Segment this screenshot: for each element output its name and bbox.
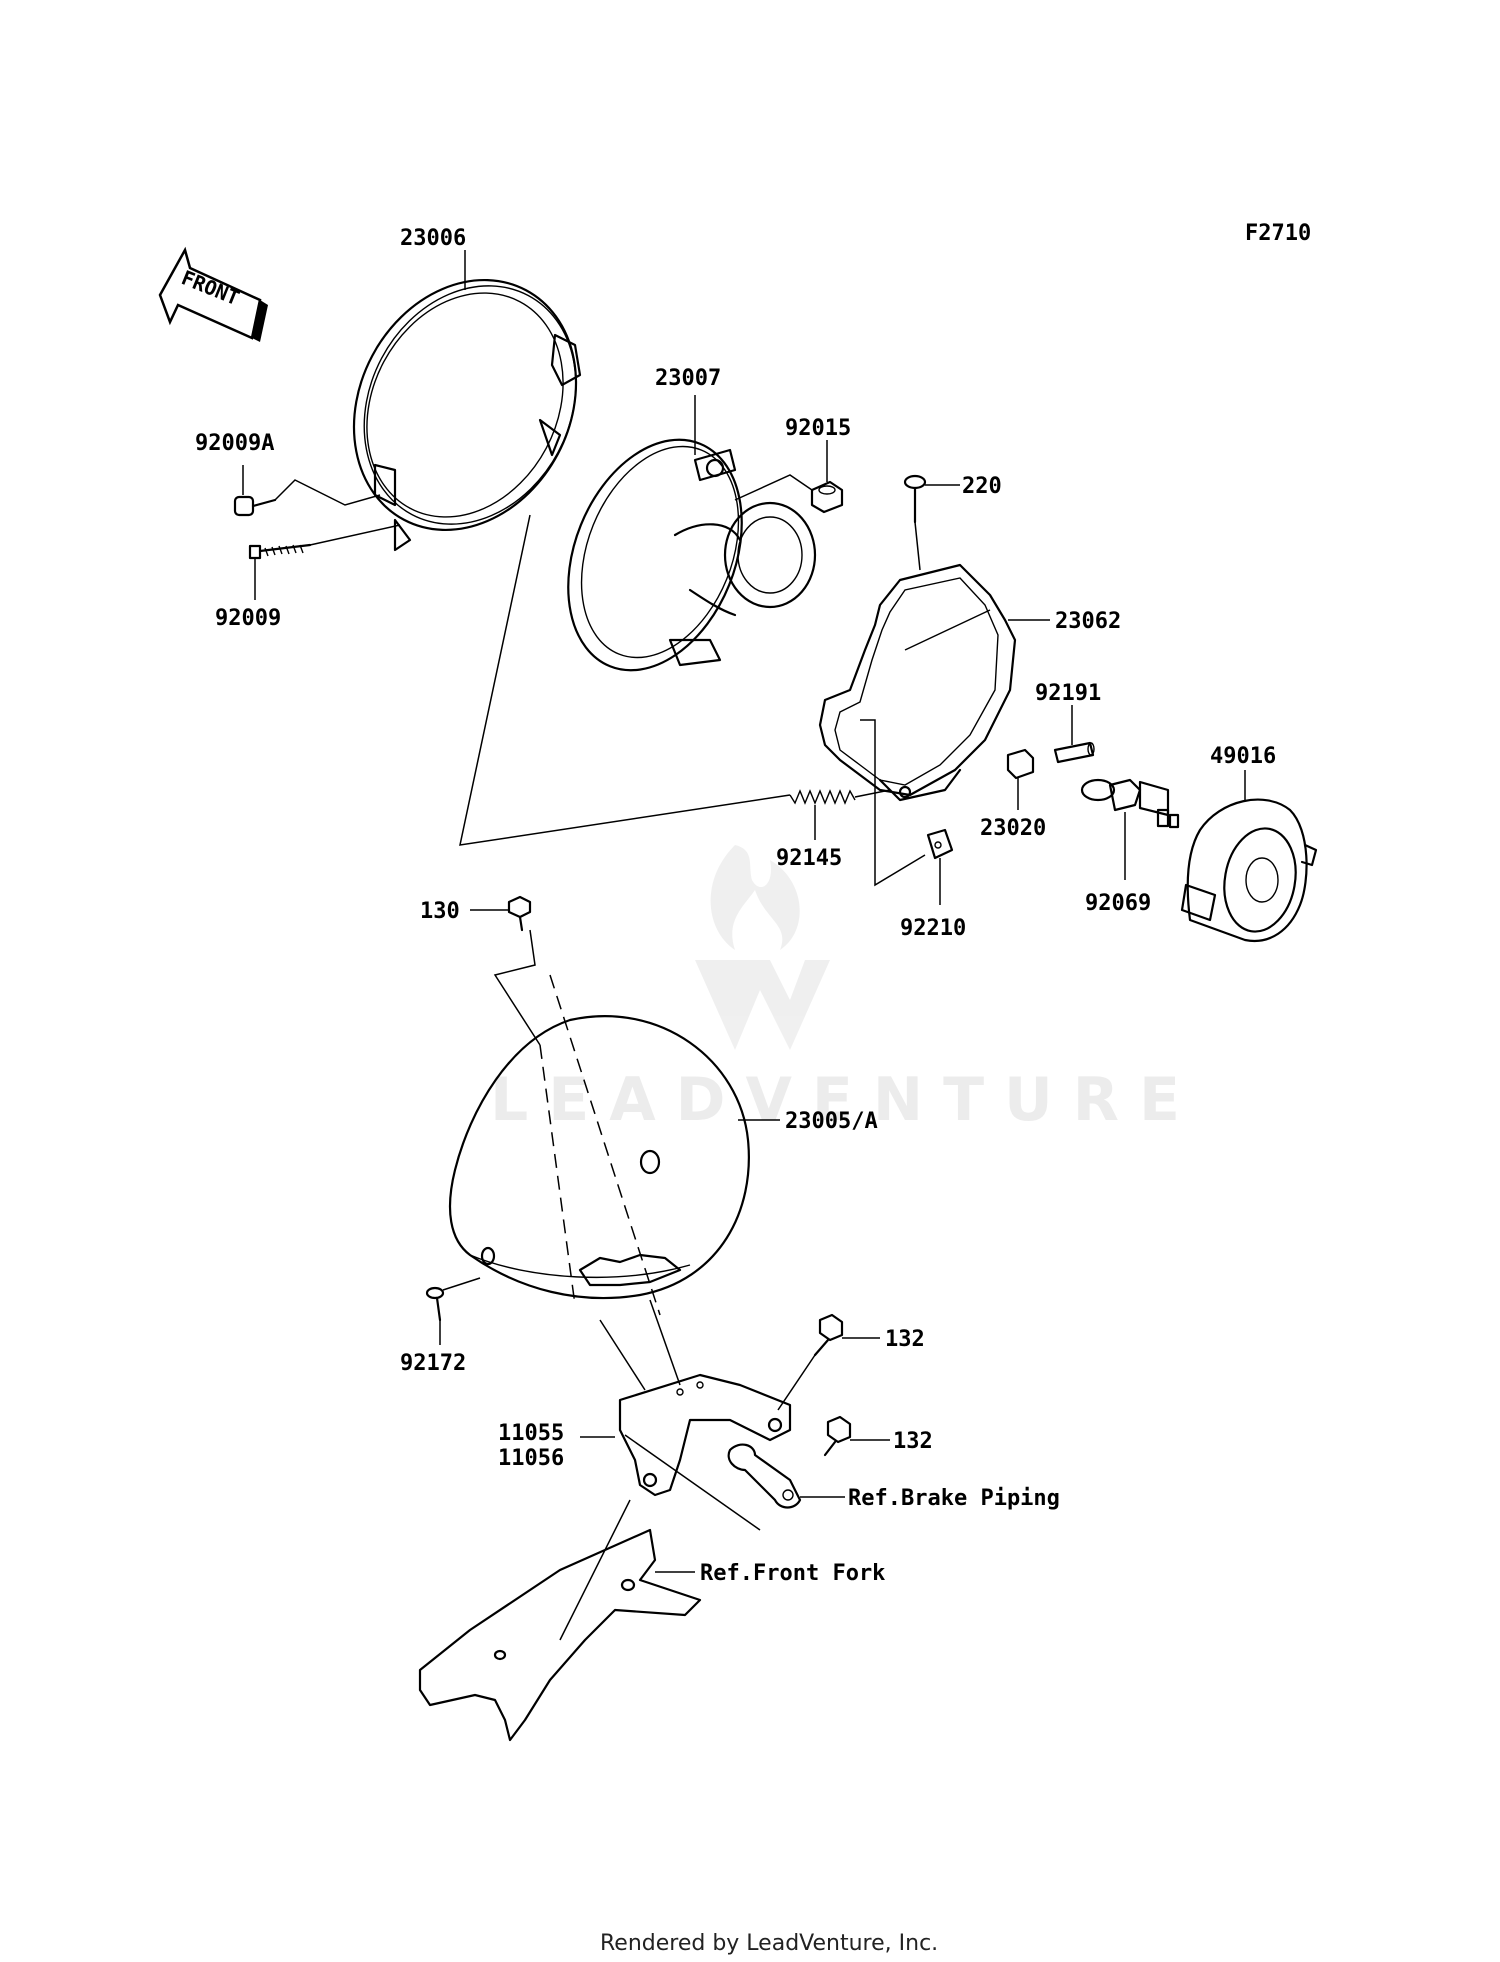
watermark-text: LEADVENTURE	[490, 1065, 1200, 1135]
label-49016: 49016	[1210, 744, 1276, 769]
bolt-132-lower-icon	[823, 1415, 852, 1457]
guide-bracket-left	[599, 1319, 646, 1391]
screw-220-icon	[903, 474, 927, 524]
screw-92172-icon	[425, 1277, 481, 1322]
label-23006: 23006	[400, 226, 466, 251]
guide-dash-right	[549, 974, 661, 1316]
bracket-11055-11056	[618, 1373, 792, 1497]
label-92069: 92069	[1085, 891, 1151, 916]
label-23005A: 23005/A	[785, 1109, 878, 1134]
nut-92015-icon	[810, 480, 844, 514]
guide-bracket-right	[649, 1299, 681, 1386]
screw-92009A-icon	[233, 495, 277, 517]
label-11055: 11055	[498, 1421, 564, 1446]
screw-92009-icon	[248, 543, 312, 560]
leader-92009A	[274, 479, 381, 506]
leader-92009-to-rim	[309, 524, 401, 546]
label-130: 130	[420, 899, 460, 924]
label-92009A: 92009A	[195, 431, 274, 456]
label-ref-front-fork: Ref.Front Fork	[700, 1561, 885, 1586]
guide-130	[493, 929, 541, 1046]
headlight-housing-23005A	[448, 1015, 750, 1300]
bulb-92069-icon	[1080, 778, 1180, 829]
leader-fork-guide	[559, 1499, 631, 1641]
figure-code: F2710	[1245, 221, 1311, 246]
label-132-lower: 132	[893, 1429, 933, 1454]
plate-92210-icon	[926, 828, 954, 860]
headlight-unit-23007	[567, 438, 817, 672]
leader-bracket-down	[624, 1434, 761, 1531]
footer-credit: Rendered by LeadVenture, Inc.	[600, 1931, 938, 1956]
bolt-130-icon	[507, 895, 532, 932]
label-92145: 92145	[776, 846, 842, 871]
label-92015: 92015	[785, 416, 851, 441]
headlight-rim-23006	[352, 278, 582, 552]
label-92172: 92172	[400, 1351, 466, 1376]
label-92191: 92191	[1035, 681, 1101, 706]
label-220: 220	[962, 474, 1002, 499]
bolt-132-upper-icon	[777, 1313, 844, 1411]
tube-92191-icon	[1053, 741, 1095, 764]
label-23007: 23007	[655, 366, 721, 391]
watermark-logo	[695, 845, 830, 1050]
label-92009: 92009	[215, 606, 281, 631]
label-23020: 23020	[980, 816, 1046, 841]
label-11056: 11056	[498, 1446, 564, 1471]
brake-piping-clip-icon	[727, 1443, 802, 1509]
front-arrow-icon: FRONT	[158, 246, 268, 342]
label-132-upper: 132	[885, 1327, 925, 1352]
leader-92015-to-unit	[734, 474, 813, 501]
front-fork-part	[418, 1528, 702, 1742]
cap-49016	[1180, 798, 1318, 943]
connector-rim-spring	[459, 514, 791, 846]
socket-23020-icon	[1006, 748, 1035, 780]
label-92210: 92210	[900, 916, 966, 941]
label-ref-brake-piping: Ref.Brake Piping	[848, 1486, 1060, 1511]
spring-92145-icon	[789, 789, 891, 805]
connector-92210	[860, 719, 926, 887]
label-23062: 23062	[1055, 609, 1121, 634]
bracket-23062	[818, 563, 1017, 802]
leader-220-down	[914, 521, 921, 571]
